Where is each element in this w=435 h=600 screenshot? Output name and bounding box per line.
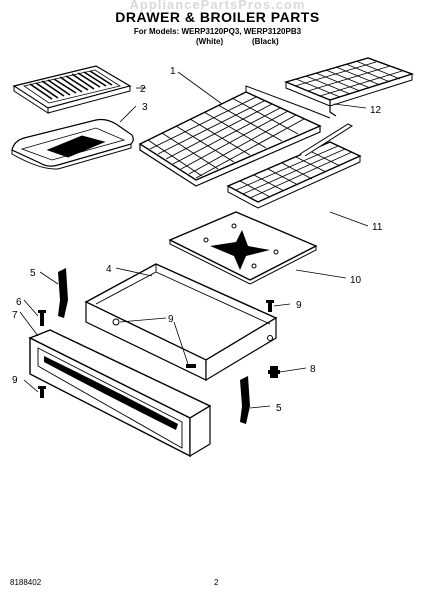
clip-8 <box>268 366 280 378</box>
watermark: AppliancePartsPros.com <box>129 0 306 12</box>
rack-12 <box>283 57 415 117</box>
variant-black: (Black) <box>252 37 279 46</box>
callout-12: 12 <box>370 105 382 116</box>
callout-6: 6 <box>16 297 22 308</box>
callout-9-right: 9 <box>296 300 302 311</box>
callout-9-left: 9 <box>12 375 18 386</box>
leader-lines <box>19 71 369 409</box>
callout-2: 2 <box>140 84 146 95</box>
broiler-pan-grid <box>12 65 132 114</box>
callout-8: 8 <box>310 364 316 375</box>
document-number: 8188402 <box>10 578 42 587</box>
oven-rack-1 <box>138 85 331 187</box>
callout-11: 11 <box>372 222 383 233</box>
screw-6 <box>38 310 46 326</box>
drawer-glide-right <box>240 376 250 424</box>
callout-10: 10 <box>350 275 362 286</box>
broiler-pan <box>11 118 134 170</box>
drawer-front-panel <box>28 329 212 458</box>
callouts: 2 3 1 12 11 10 4 5 6 7 9 9 8 5 9 <box>12 66 383 414</box>
page-number: 2 <box>214 578 219 587</box>
callout-5-left: 5 <box>30 268 36 279</box>
callout-7: 7 <box>12 310 18 321</box>
rack-11 <box>226 123 362 209</box>
screw-9-a <box>266 300 274 312</box>
page-title: DRAWER & BROILER PARTS <box>115 9 320 25</box>
drawer-body <box>84 263 278 382</box>
callout-4: 4 <box>106 264 112 275</box>
variant-white: (White) <box>196 37 224 46</box>
callout-5-right: 5 <box>276 403 282 414</box>
callout-3: 3 <box>142 102 148 113</box>
model-list: For Models: WERP3120PQ3, WERP3120PB3 <box>133 27 302 36</box>
callout-1: 1 <box>170 66 176 77</box>
drawer-glide-left <box>58 268 68 318</box>
callout-9-center: 9 <box>168 314 174 325</box>
screw-9-c <box>38 386 46 398</box>
drawer-bottom-plate <box>168 211 318 285</box>
screw-9-b <box>186 364 196 368</box>
